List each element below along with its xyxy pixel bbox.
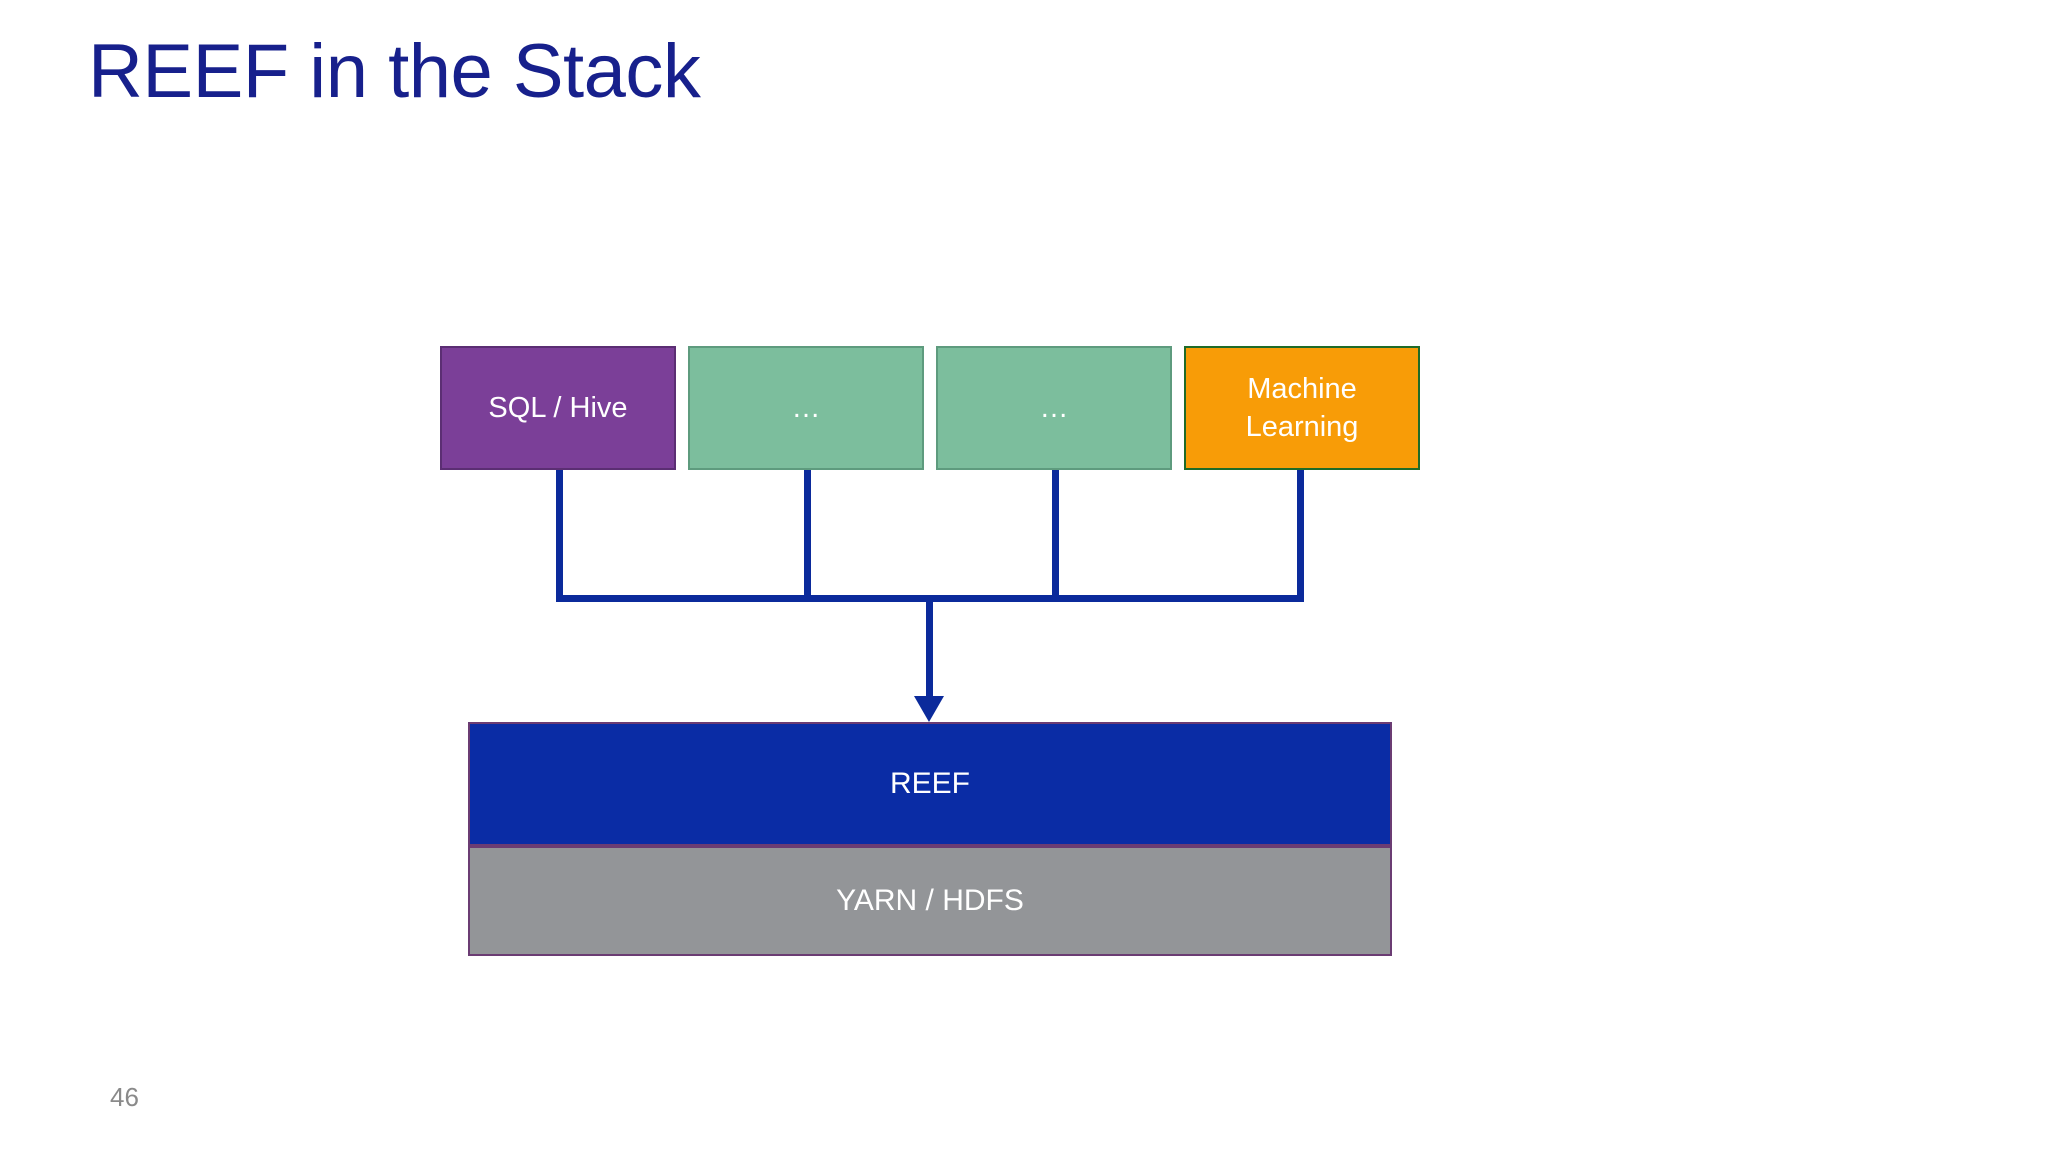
stack-box-label: YARN / HDFS	[836, 884, 1024, 917]
connector-drop-3	[1051, 470, 1059, 602]
app-box-label: …	[1039, 391, 1069, 424]
app-box-label: …	[791, 391, 821, 424]
app-box-placeholder-2[interactable]: …	[936, 346, 1172, 470]
app-box-sql-hive[interactable]: SQL / Hive	[440, 346, 676, 470]
connector-drop-1	[555, 470, 563, 602]
page-title: REEF in the Stack	[88, 29, 701, 114]
connector-arrow-head-icon	[914, 696, 944, 722]
connector-arrow-shaft	[925, 595, 933, 698]
stack-box-yarn-hdfs[interactable]: YARN / HDFS	[468, 846, 1392, 956]
page-number: 46	[110, 1082, 139, 1112]
stack-box-label: REEF	[889, 767, 970, 800]
app-box-machine-learning[interactable]: Machine Learning	[1184, 346, 1420, 470]
stack-box-reef[interactable]: REEF	[468, 722, 1392, 846]
app-box-label: SQL / Hive	[488, 391, 628, 424]
app-box-label: Machine Learning	[1245, 372, 1359, 443]
connector-drop-4	[1296, 470, 1304, 602]
connector-drop-2	[803, 470, 811, 602]
app-box-placeholder-1[interactable]: …	[688, 346, 924, 470]
